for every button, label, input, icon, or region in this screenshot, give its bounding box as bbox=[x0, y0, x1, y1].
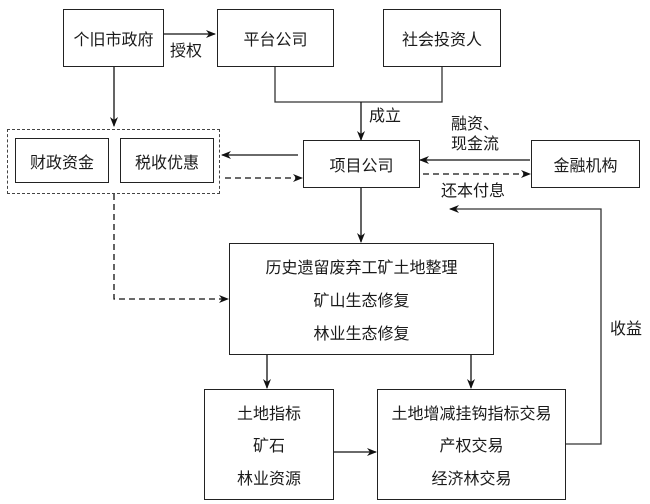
node-financial-institution: 金融机构 bbox=[531, 140, 640, 188]
node-gejiu-gov-label: 个旧市政府 bbox=[73, 30, 154, 49]
label-establish: 成立 bbox=[369, 106, 402, 125]
label-repay: 还本付息 bbox=[441, 181, 506, 200]
node-social-investor: 社会投资人 bbox=[383, 9, 501, 67]
resources-item: 土地指标 bbox=[236, 404, 301, 424]
label-financing-2: 现金流 bbox=[451, 134, 500, 153]
trading-item: 经济林交易 bbox=[431, 468, 512, 488]
node-tax-incentives: 税收优惠 bbox=[120, 138, 214, 183]
restoration-item: 林业生态修复 bbox=[313, 323, 410, 343]
resources-item: 林业资源 bbox=[236, 468, 301, 488]
edge-fiscal-to-restoration bbox=[113, 194, 229, 303]
node-project-company-label: 项目公司 bbox=[329, 156, 394, 175]
resources-item: 矿石 bbox=[252, 436, 285, 456]
node-restoration: 历史遗留废弃工矿土地整理 矿山生态修复 林业生态修复 bbox=[229, 243, 494, 355]
node-tax-incentives-label: 税收优惠 bbox=[134, 152, 199, 172]
government-support-group bbox=[7, 129, 220, 194]
restoration-item: 历史遗留废弃工矿土地整理 bbox=[265, 258, 458, 278]
edge-revenue bbox=[449, 205, 602, 445]
label-financing-1: 融资、 bbox=[451, 114, 500, 133]
node-fiscal-funds: 财政资金 bbox=[15, 138, 109, 183]
label-authorize: 授权 bbox=[170, 41, 203, 60]
node-platform-company: 平台公司 bbox=[217, 9, 334, 67]
node-financial-institution-label: 金融机构 bbox=[553, 156, 618, 175]
node-social-investor-label: 社会投资人 bbox=[401, 30, 482, 49]
node-fiscal-funds-label: 财政资金 bbox=[29, 152, 94, 172]
node-trading: 土地增减挂钩指标交易 产权交易 经济林交易 bbox=[377, 389, 566, 500]
node-resources: 土地指标 矿石 林业资源 bbox=[204, 389, 334, 500]
node-gejiu-gov: 个旧市政府 bbox=[63, 9, 164, 67]
edge-establish-bracket bbox=[274, 66, 443, 103]
node-platform-company-label: 平台公司 bbox=[243, 30, 308, 49]
trading-item: 土地增减挂钩指标交易 bbox=[391, 404, 552, 424]
restoration-item: 矿山生态修复 bbox=[313, 290, 410, 310]
node-project-company: 项目公司 bbox=[303, 140, 420, 188]
trading-item: 产权交易 bbox=[439, 436, 504, 456]
label-revenue: 收益 bbox=[610, 319, 643, 338]
